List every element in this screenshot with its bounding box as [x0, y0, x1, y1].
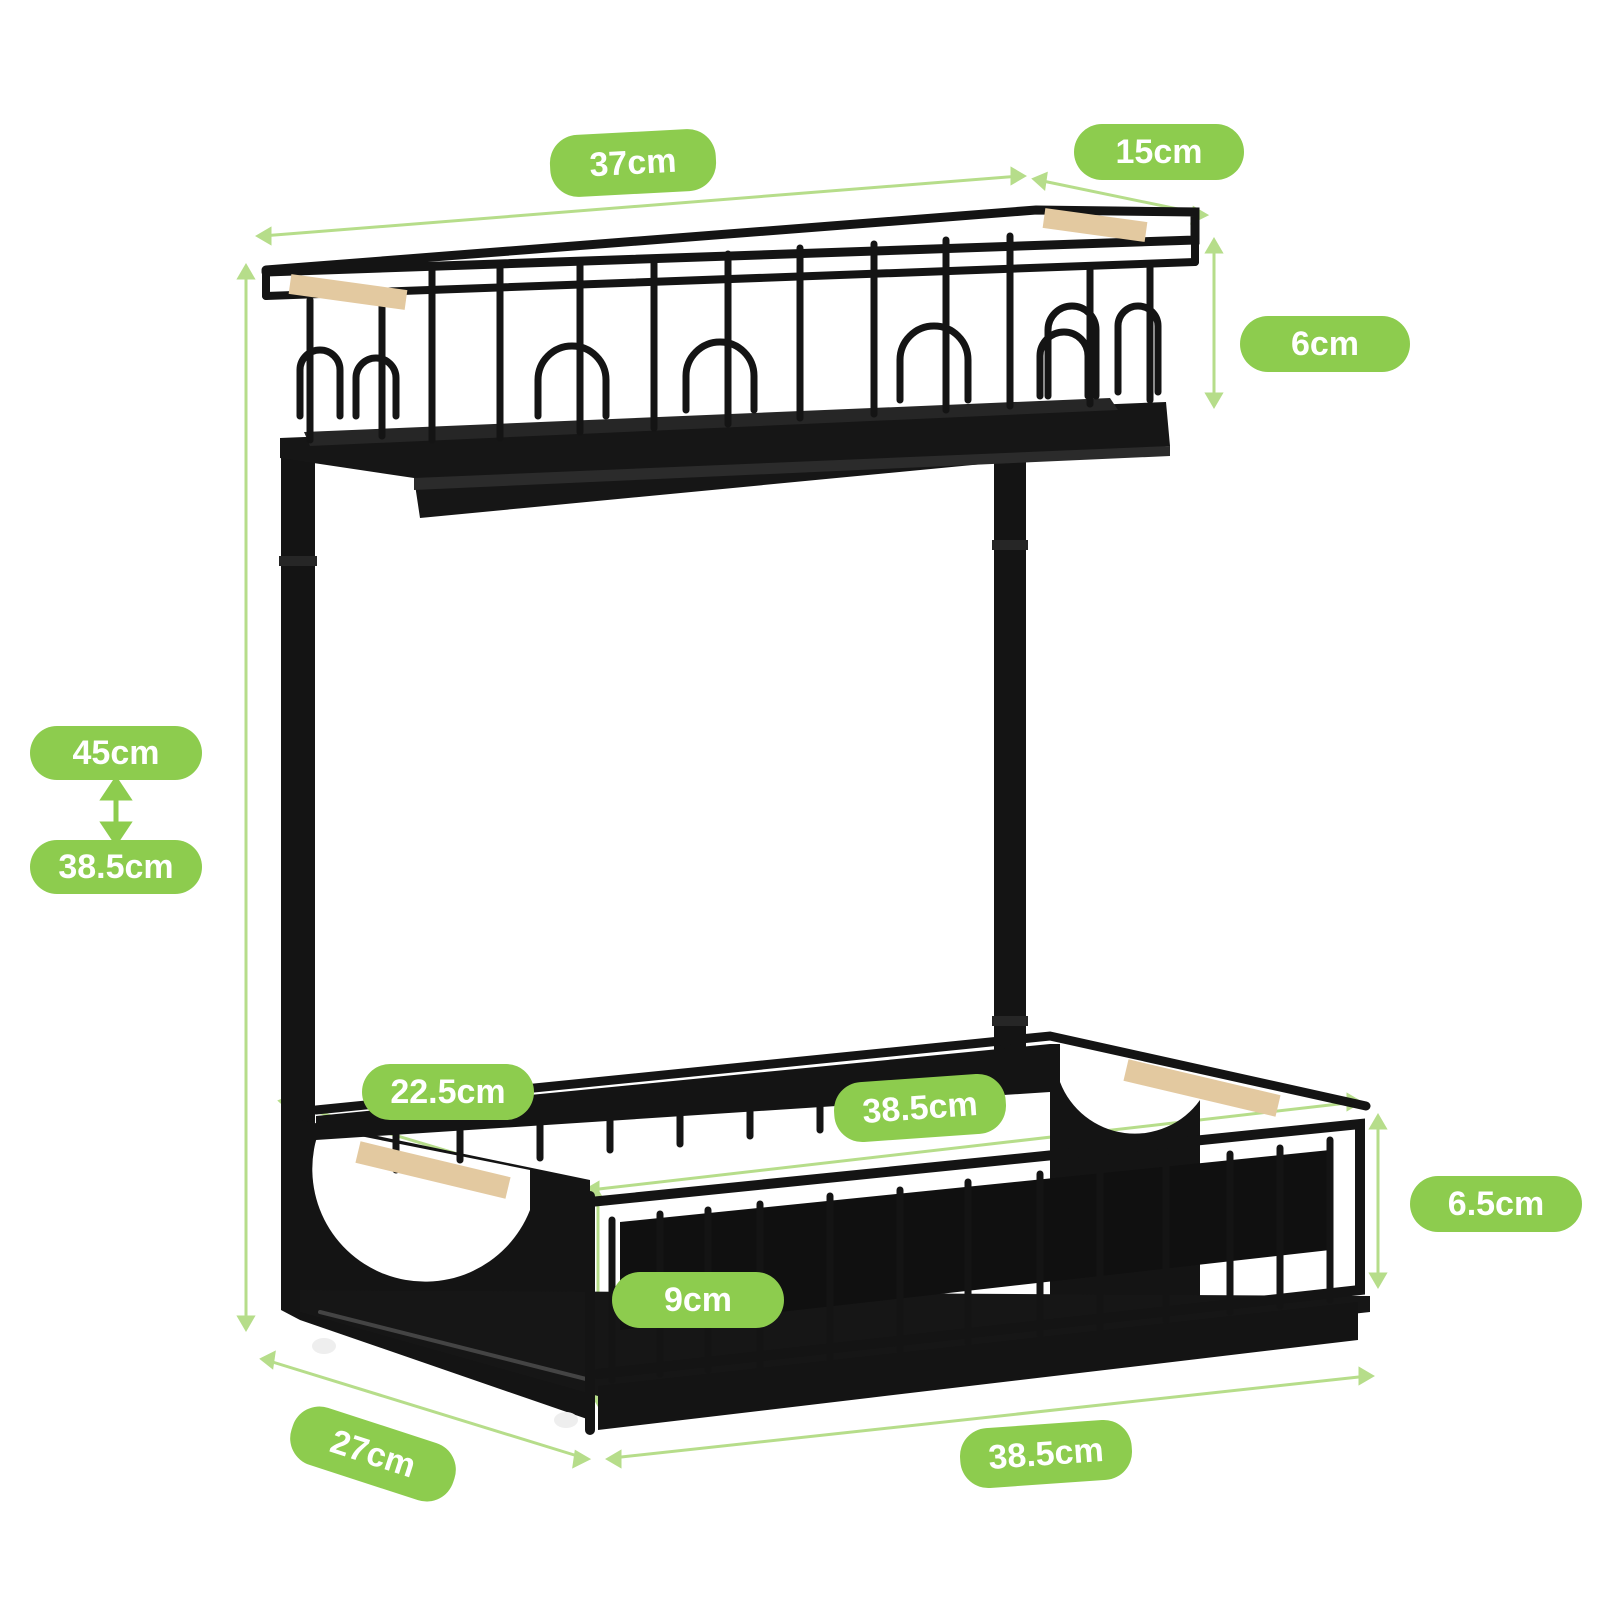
- drawer-depth-label: 22.5cm: [362, 1064, 534, 1120]
- drawer-front-height-label: 9cm: [612, 1272, 784, 1328]
- top-depth-label: 15cm: [1074, 124, 1244, 180]
- height-max-label: 45cm: [30, 726, 202, 780]
- base-width-label: 38.5cm: [958, 1418, 1134, 1490]
- top-handle-left: [288, 274, 408, 310]
- rack-body: [261, 205, 1371, 1435]
- drawer-handle-left: [355, 1141, 511, 1199]
- rack-foot-front: [554, 1412, 578, 1428]
- drawer-width-label: 38.5cm: [832, 1072, 1008, 1144]
- top-handle-right: [1042, 208, 1148, 242]
- double-arrow-vertical-icon: [99, 775, 133, 847]
- drawer-handle-right: [1123, 1059, 1281, 1117]
- rack-foot-left: [312, 1338, 336, 1354]
- top-height-label: 6cm: [1240, 316, 1410, 372]
- top-arches: [296, 302, 1162, 420]
- top-rim: [261, 205, 1200, 277]
- rack-post-left: [281, 458, 315, 1140]
- rack-post-right: [994, 462, 1026, 1064]
- height-min-label: 38.5cm: [30, 840, 202, 894]
- top-width-label: 37cm: [548, 127, 718, 199]
- drawer-height-label: 6.5cm: [1410, 1176, 1582, 1232]
